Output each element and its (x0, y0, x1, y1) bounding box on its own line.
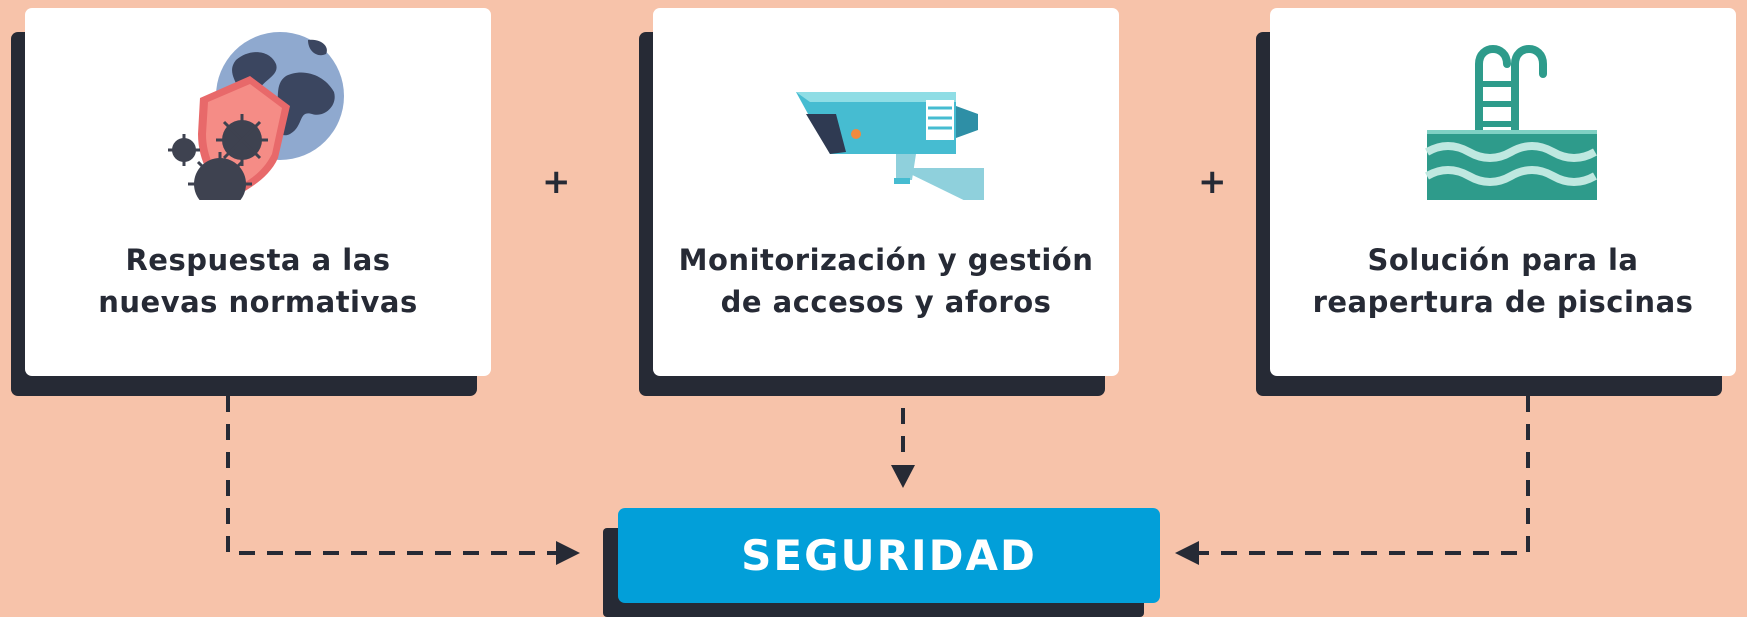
card-body: Solución para la reapertura de piscinas (1270, 8, 1736, 376)
card-body: Monitorización y gestión de accesos y af… (653, 8, 1119, 376)
pool-ladder-icon (1425, 45, 1597, 200)
result-label: SEGURIDAD (741, 531, 1037, 580)
card-title-line1: Respuesta a las (125, 243, 391, 277)
card-body: Respuesta a las nuevas normativas (25, 8, 491, 376)
card-access-monitoring: Monitorización y gestión de accesos y af… (639, 8, 1148, 396)
arrowhead-center (891, 465, 915, 488)
security-camera-icon (796, 92, 984, 200)
arrowhead-right (1175, 541, 1199, 565)
card-new-regulations: Respuesta a las nuevas normativas (11, 8, 520, 396)
card-title-line1: Monitorización y gestión (678, 243, 1094, 277)
card-title: Respuesta a las nuevas normativas (25, 239, 491, 323)
connector-right (1195, 368, 1530, 555)
card-title-line1: Solución para la (1367, 243, 1639, 277)
plus-operator: + (1198, 162, 1227, 202)
plus-operator: + (542, 162, 571, 202)
card-pool-reopening: Solución para la reapertura de piscinas (1256, 8, 1747, 396)
result-box: SEGURIDAD (618, 508, 1160, 603)
virus-shield-globe-icon (168, 32, 344, 200)
card-title: Solución para la reapertura de piscinas (1270, 239, 1736, 323)
connector-left (226, 368, 560, 555)
arrowhead-left (556, 541, 580, 565)
card-title-line2: nuevas normativas (98, 285, 418, 319)
card-title: Monitorización y gestión de accesos y af… (653, 239, 1119, 323)
card-title-line2: de accesos y aforos (720, 285, 1052, 319)
card-title-line2: reapertura de piscinas (1312, 285, 1694, 319)
